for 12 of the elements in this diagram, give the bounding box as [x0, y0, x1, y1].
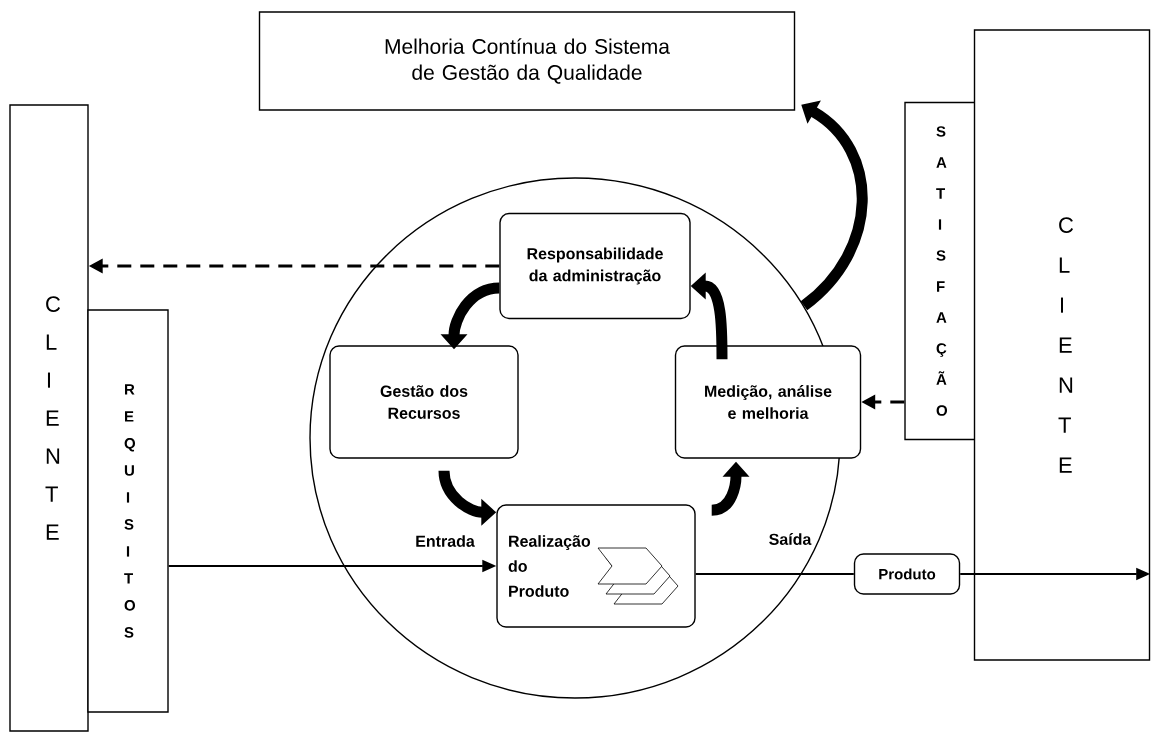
connector-line: [694, 573, 855, 575]
edge-label: Saída: [767, 532, 813, 546]
process-box: Responsabilidade da administração: [499, 212, 691, 320]
satisfaction-panel: S A T I S F A Ç Ã O: [904, 101, 976, 441]
process-box: Gestão dos Recursos: [329, 345, 519, 459]
improvement-box: Melhoria Contínua do Sistema de Gestão da Qualidade: [258, 11, 796, 111]
client-panel: C L I E N T E: [9, 104, 89, 732]
product-box: Produto: [853, 553, 961, 595]
process-box: Medição, análise e melhoria: [674, 345, 862, 459]
requirements-panel: R E Q U I S I T O S: [87, 309, 169, 713]
edge-label: Entrada: [414, 534, 476, 548]
cycle-ellipse: [309, 177, 841, 699]
